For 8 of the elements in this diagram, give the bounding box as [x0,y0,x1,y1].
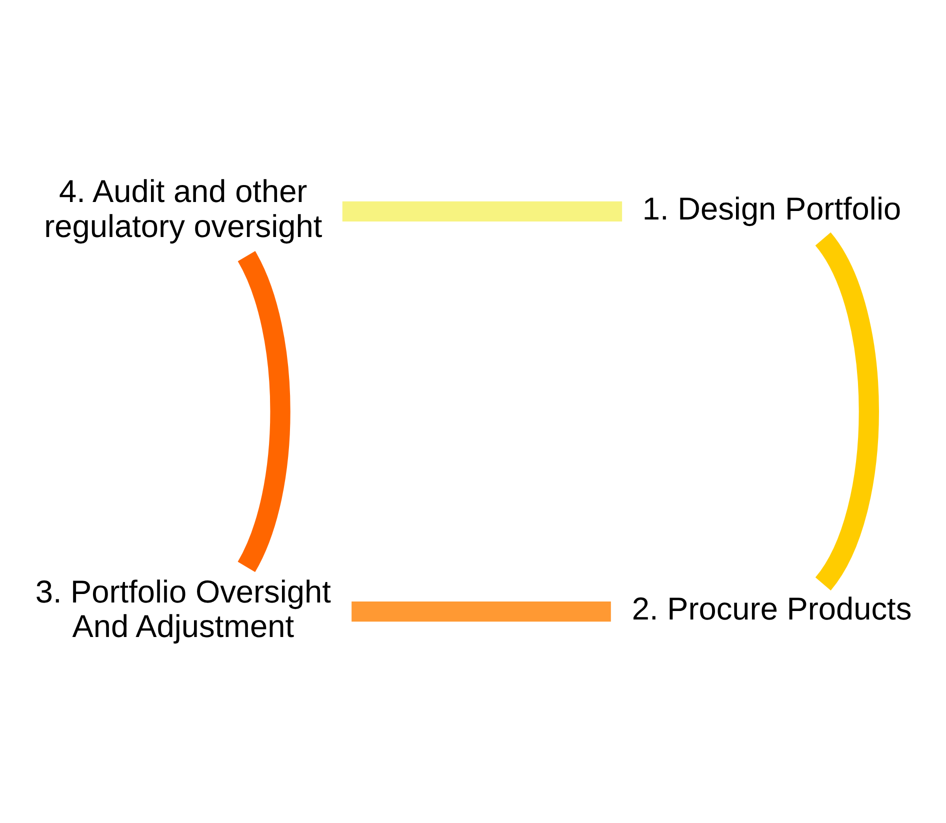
node-text: 4. Audit and other regulatory oversight [44,173,322,244]
node-text: 1. Design Portfolio [642,190,901,227]
connector [342,201,622,222]
connector [236,252,290,572]
node-text: 2. Procure Products [631,590,912,627]
node-text: 3. Portfolio Oversight And Adjustment [34,573,330,644]
connector [351,601,610,622]
connector [814,233,878,590]
